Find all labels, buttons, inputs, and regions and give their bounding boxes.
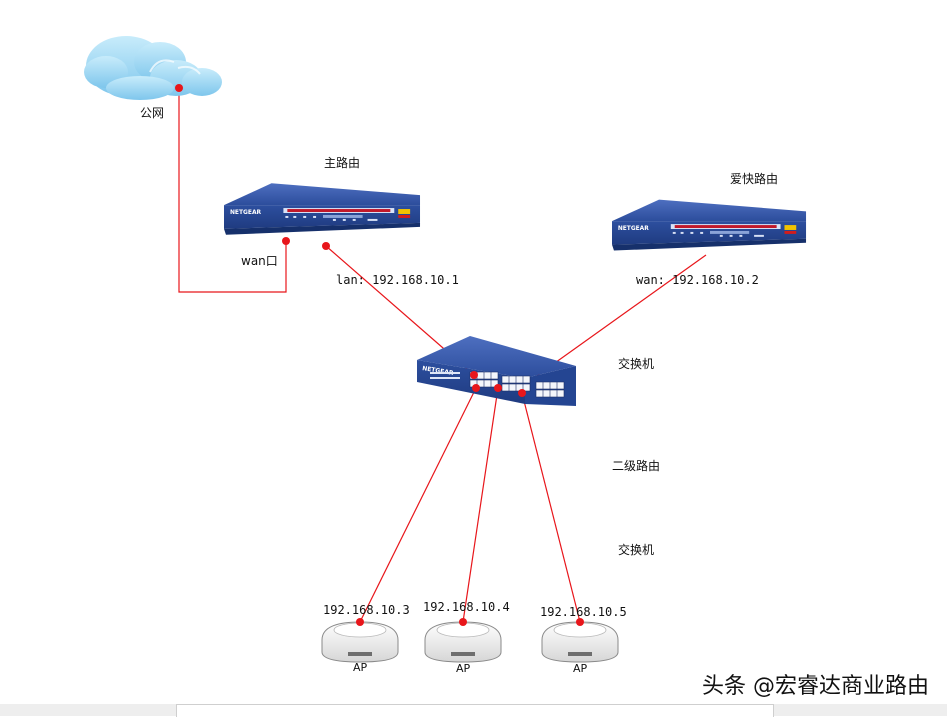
watermark-text: 头条 @宏睿达商业路由 (702, 674, 929, 699)
ap3-label: AP (573, 662, 588, 675)
cloud-icon (84, 36, 222, 100)
main-router-lan-ip: lan: 192.168.10.1 (336, 273, 459, 287)
dot-switch-4 (518, 389, 526, 397)
switch-icon: NETGEAR (417, 336, 576, 406)
main-router-label: 主路由 (324, 156, 361, 170)
dot-main-lan (322, 242, 330, 250)
link-switch-to-ap3 (521, 392, 581, 623)
switch-label-1: 交换机 (618, 357, 655, 371)
dot-ap-2 (459, 618, 467, 626)
internet-label: 公网 (140, 106, 165, 120)
dot-switch-3 (494, 384, 502, 392)
switch-label-2: 交换机 (618, 543, 655, 557)
ap2-ip-label: 192.168.10.4 (423, 600, 510, 614)
connection-dots (175, 84, 584, 626)
link-switch-to-ap1 (359, 387, 477, 623)
ap3-ip-label: 192.168.10.5 (540, 605, 627, 619)
ikuai-router-wan-ip: wan: 192.168.10.2 (636, 273, 759, 287)
ap2-label: AP (456, 662, 471, 675)
main-router-icon (224, 183, 421, 235)
ap1-ip-label: 192.168.10.3 (323, 603, 410, 617)
connections (178, 88, 707, 623)
ikuai-router-icon (612, 199, 807, 251)
link-internet-to-wan (178, 88, 287, 293)
dot-main-wan (282, 237, 290, 245)
link-switch-to-ap2 (462, 387, 499, 623)
switch-brand-text: NETGEAR (422, 365, 455, 377)
ap-icon-3 (541, 621, 619, 663)
ap-icon-1 (321, 621, 399, 663)
ap1-label: AP (353, 661, 368, 674)
ikuai-router-label: 爱快路由 (730, 172, 779, 186)
dot-cloud (175, 84, 183, 92)
link-ikuai-wan-to-switch (530, 254, 707, 381)
dot-switch-1 (470, 371, 478, 379)
bottom-caption-box (176, 704, 774, 717)
dot-ap-3 (576, 618, 584, 626)
ap-icon-2 (424, 621, 502, 663)
dot-ap-1 (356, 618, 364, 626)
dot-switch-2 (472, 384, 480, 392)
secondary-router-label: 二级路由 (612, 459, 661, 473)
wan-port-label: wan口 (241, 254, 278, 268)
